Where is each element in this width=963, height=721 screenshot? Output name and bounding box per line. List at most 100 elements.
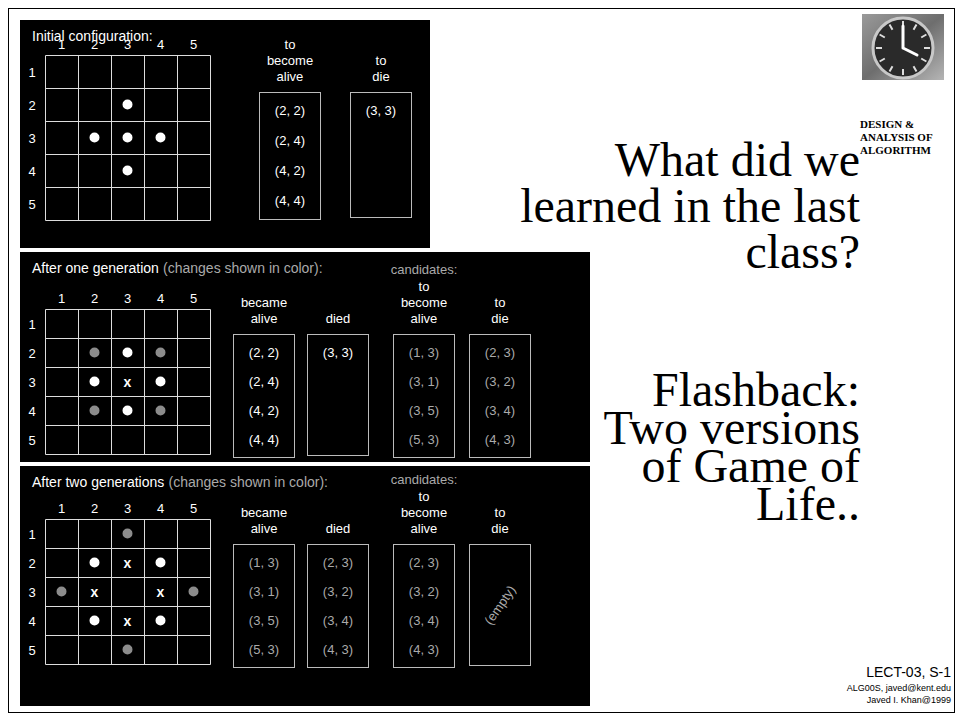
- cell-coordinate: (4, 3): [409, 642, 439, 657]
- label-slot: 4: [157, 37, 164, 52]
- cell-coordinate: (3, 2): [409, 584, 439, 599]
- generation-panel: Initial configuration:to become alive(2,…: [20, 20, 430, 248]
- panel-note: (changes shown in color):: [168, 474, 328, 490]
- label-slot: 5: [190, 501, 197, 516]
- cell-coordinate: (4, 2): [275, 163, 305, 178]
- label-slot: x: [91, 584, 99, 600]
- label-slot: 2: [91, 291, 98, 306]
- list-heading-slot: died: [326, 311, 351, 327]
- list-row: (4, 3): [400, 635, 448, 664]
- list-row: (2, 3): [314, 548, 362, 577]
- cell-coordinate: (3, 5): [409, 403, 439, 418]
- clock-ground: [862, 14, 944, 80]
- label-slot: x: [124, 613, 132, 629]
- cell-coordinate: (2, 3): [323, 555, 353, 570]
- column-number: 4: [157, 291, 164, 306]
- label-slot: 2: [91, 37, 98, 52]
- list-heading: to become alive: [401, 279, 447, 327]
- cell-list-box: died(2, 3)(3, 2)(3, 4)(4, 3): [307, 544, 369, 668]
- label-slot: 5: [28, 642, 35, 657]
- cell-list-box: to become alive(2, 3)(3, 2)(3, 4)(4, 3): [393, 544, 455, 668]
- cell-list-box: to die(2, 3)(3, 2)(3, 4)(4, 3): [469, 334, 531, 458]
- list-heading-slot: became alive: [241, 295, 287, 327]
- cell-coordinate: (2, 4): [249, 374, 279, 389]
- label-slot: 1: [58, 501, 65, 516]
- slide-frame: [9, 9, 955, 713]
- column-number: 2: [91, 291, 98, 306]
- list-row: (3, 3): [357, 96, 405, 126]
- label-slot: x: [124, 374, 132, 390]
- generation-panel: After two generations(changes shown in c…: [20, 466, 590, 706]
- column-number: 5: [190, 37, 197, 52]
- author-note: ALG00S, javed@kent.edu: [847, 683, 951, 693]
- label-slot: Flashback: Two versions of Game of Life.…: [592, 371, 860, 523]
- panel-title: After one generation: [32, 260, 159, 276]
- row-number: 5: [28, 642, 35, 657]
- list-row: (2, 3): [400, 548, 448, 577]
- column-number: 3: [124, 501, 131, 516]
- list-row: (3, 2): [400, 577, 448, 606]
- column-number: 2: [91, 501, 98, 516]
- cell-coordinate: (3, 4): [323, 613, 353, 628]
- list-row: (2, 3): [476, 338, 524, 367]
- clock-ticks: [876, 21, 930, 75]
- cell-list-box: became alive(1, 3)(3, 1)(3, 5)(5, 3): [233, 544, 295, 668]
- label-slot: LECT-03, S-1: [866, 664, 951, 680]
- column-number: 1: [58, 37, 65, 52]
- label-slot: 5: [190, 291, 197, 306]
- list-row: (1, 3): [400, 338, 448, 367]
- list-heading-slot: became alive: [241, 505, 287, 537]
- row-number: 2: [28, 555, 35, 570]
- cell-coordinate: (3, 1): [249, 584, 279, 599]
- list-row: (1, 3): [240, 548, 288, 577]
- cell-coordinate: (4, 4): [249, 432, 279, 447]
- generation-panel: After one generation(changes shown in co…: [20, 252, 590, 462]
- cell-coordinate: (3, 5): [249, 613, 279, 628]
- label-slot: 4: [157, 501, 164, 516]
- list-heading: became alive: [241, 505, 287, 537]
- column-number: 4: [157, 501, 164, 516]
- list-heading: to become alive: [267, 37, 313, 85]
- list-row: (4, 4): [266, 186, 314, 216]
- list-row: (3, 5): [240, 606, 288, 635]
- list-heading-slot: to die: [372, 53, 389, 85]
- list-heading: became alive: [241, 295, 287, 327]
- cell-coordinate: (3, 1): [409, 374, 439, 389]
- column-number: 1: [58, 501, 65, 516]
- row-number: 3: [28, 130, 35, 145]
- label-slot: 5: [28, 196, 35, 211]
- column-number: 4: [157, 37, 164, 52]
- column-number: 1: [58, 291, 65, 306]
- new-cell-dots: [57, 348, 199, 655]
- panel-title: After two generations: [32, 474, 164, 490]
- cell-coordinate: (3, 3): [323, 345, 353, 360]
- label-slot: Javed I. Khan@1999: [867, 695, 951, 705]
- title-slot: What did we learned in the last class?: [500, 137, 860, 275]
- list-heading-slot: to become alive: [401, 489, 447, 537]
- row-number: 4: [28, 163, 35, 178]
- list-heading: to die: [491, 295, 508, 327]
- label-slot: 3: [124, 501, 131, 516]
- list-row: (4, 4): [240, 425, 288, 454]
- clock-hands: [903, 26, 917, 55]
- label-slot: x: [157, 584, 165, 600]
- panel-heading: After one generation(changes shown in co…: [32, 259, 323, 277]
- cell-coordinate: (3, 2): [485, 374, 515, 389]
- row-number: 1: [28, 64, 35, 79]
- label-slot: 3: [124, 291, 131, 306]
- cell-coordinate: (4, 4): [275, 193, 305, 208]
- list-heading-slot: died: [326, 521, 351, 537]
- cell-coordinate: (2, 2): [249, 345, 279, 360]
- cell-list-box: to become alive(2, 2)(2, 4)(4, 2)(4, 4): [259, 92, 321, 220]
- list-row: (2, 2): [266, 96, 314, 126]
- row-number: 2: [28, 97, 35, 112]
- list-heading: died: [326, 311, 351, 327]
- label-slot: 3: [28, 584, 35, 599]
- label-slot: 1: [58, 291, 65, 306]
- column-number: 3: [124, 37, 131, 52]
- cell-coordinate: (2, 3): [485, 345, 515, 360]
- list-heading-slot: to die: [491, 505, 508, 537]
- list-row: (3, 1): [240, 577, 288, 606]
- empty-note: (empty): [481, 583, 519, 628]
